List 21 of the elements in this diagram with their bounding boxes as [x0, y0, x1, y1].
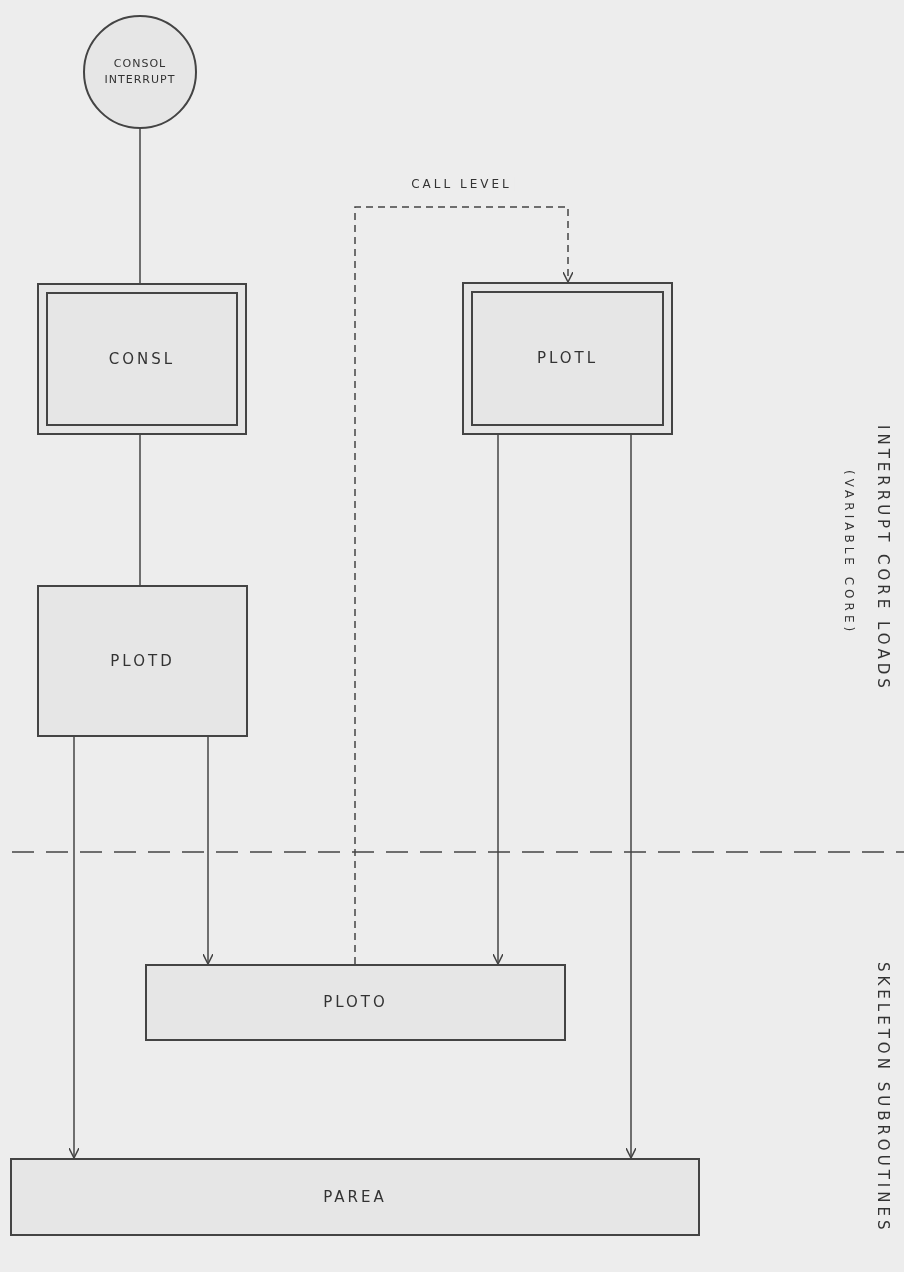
- node-label: PLOTL: [536, 348, 599, 370]
- routine-box: [37, 283, 247, 435]
- arrow: [68, 736, 80, 1159]
- node-label: CONSL: [108, 348, 176, 370]
- node-label: PLOTO: [323, 992, 388, 1014]
- node-label: CONSOL INTERRUPT: [103, 55, 177, 88]
- connector-line: [139, 128, 141, 284]
- arrow: [625, 434, 637, 1159]
- routine-box: [145, 964, 566, 1041]
- routine-box: [462, 282, 673, 435]
- node-label: PLOTD: [110, 650, 175, 672]
- node-label: PAREA: [323, 1186, 387, 1208]
- arrow: [202, 736, 214, 965]
- side-label: INTERRUPT CORE LOADS: [874, 425, 892, 692]
- connector-line: [139, 434, 141, 586]
- side-label: SKELETON SUBROUTINES: [874, 962, 892, 1234]
- routine-box: [10, 1158, 700, 1236]
- side-label: (VARIABLE CORE): [842, 470, 856, 636]
- arrow: [354, 206, 574, 965]
- arrow: [492, 434, 504, 965]
- routine-box: [37, 585, 248, 737]
